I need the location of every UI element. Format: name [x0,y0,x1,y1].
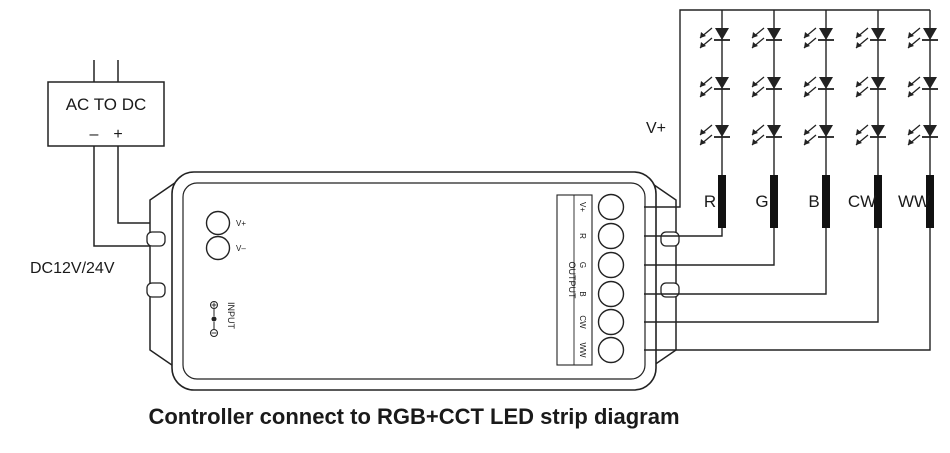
dc-jack-icon [210,301,218,337]
led-strip: R G B CW WW [699,10,938,228]
led-icon [907,27,938,49]
left-mount-hole-bottom [146,282,166,298]
controller-case [171,171,657,391]
led-icon [803,124,834,146]
output-terminal-ww [597,336,625,364]
controller: V+ V– INPUT OUTPUT V+ R G B CW WW [146,171,680,391]
channel-label-b: B [808,192,819,211]
input-label: INPUT [226,302,236,330]
input-terminal-vplus [205,210,231,236]
led-icon [907,76,938,98]
input-voltage-label: DC12V/24V [30,260,115,277]
wire-cw [644,228,879,323]
power-supply-label: AC TO DC [66,95,147,114]
input-terminal-vminus [205,235,231,261]
resistor-b [822,175,830,228]
led-icon [699,124,730,146]
output-terminal-b [597,280,625,308]
wire-ww [644,228,931,351]
common-vplus-label: V+ [646,120,666,137]
led-icon [699,76,730,98]
output-terminal-label-g: G [578,262,587,268]
output-terminal-v [597,193,625,221]
led-icon [803,76,834,98]
channel-label-ww: WW [898,192,930,211]
output-terminal-r [597,222,625,250]
output-wires [644,9,931,351]
output-terminal-g [597,251,625,279]
diagram-caption: Controller connect to RGB+CCT LED strip … [148,404,680,429]
resistor-cw [874,175,882,228]
input-terminal-label-vplus: V+ [236,219,246,228]
output-label: OUTPUT [567,262,577,300]
output-terminal-label-ww: WW [578,342,587,358]
wire-common-vplus [644,9,930,208]
output-terminal-labels: V+ R G B CW WW [578,202,587,358]
output-terminal-label-r: R [578,233,587,239]
output-label-panel [556,194,593,366]
power-supply: AC TO DC – + [47,60,165,147]
input-terminal-label-vminus: V– [236,244,246,253]
output-terminal-label-v: V+ [578,202,587,212]
right-mount-hole-top [660,231,680,247]
led-icon [803,27,834,49]
resistor-ww [926,175,934,228]
channel-label-g: G [755,192,768,211]
right-mount-hole-bottom [660,282,680,298]
led-icon [855,76,886,98]
led-icon [751,27,782,49]
led-icon [751,124,782,146]
led-icon [855,27,886,49]
wire-g [644,228,775,266]
output-terminal-cw [597,308,625,336]
channel-label-cw: CW [848,192,876,211]
led-icon [907,124,938,146]
resistor-r [718,175,726,228]
power-supply-box [47,81,165,147]
wire-b [644,228,827,295]
power-supply-minus: – [90,126,99,143]
resistor-g [770,175,778,228]
led-icon [699,27,730,49]
left-mount-hole-top [146,231,166,247]
power-supply-plus: + [113,126,122,143]
led-icon [855,124,886,146]
led-icon [751,76,782,98]
output-terminal-label-b: B [578,291,587,296]
output-terminal-label-cw: CW [578,315,587,329]
channel-label-r: R [704,192,716,211]
controller-inner-frame [182,182,646,380]
output-terminals [597,193,625,364]
wire-r [644,228,723,237]
